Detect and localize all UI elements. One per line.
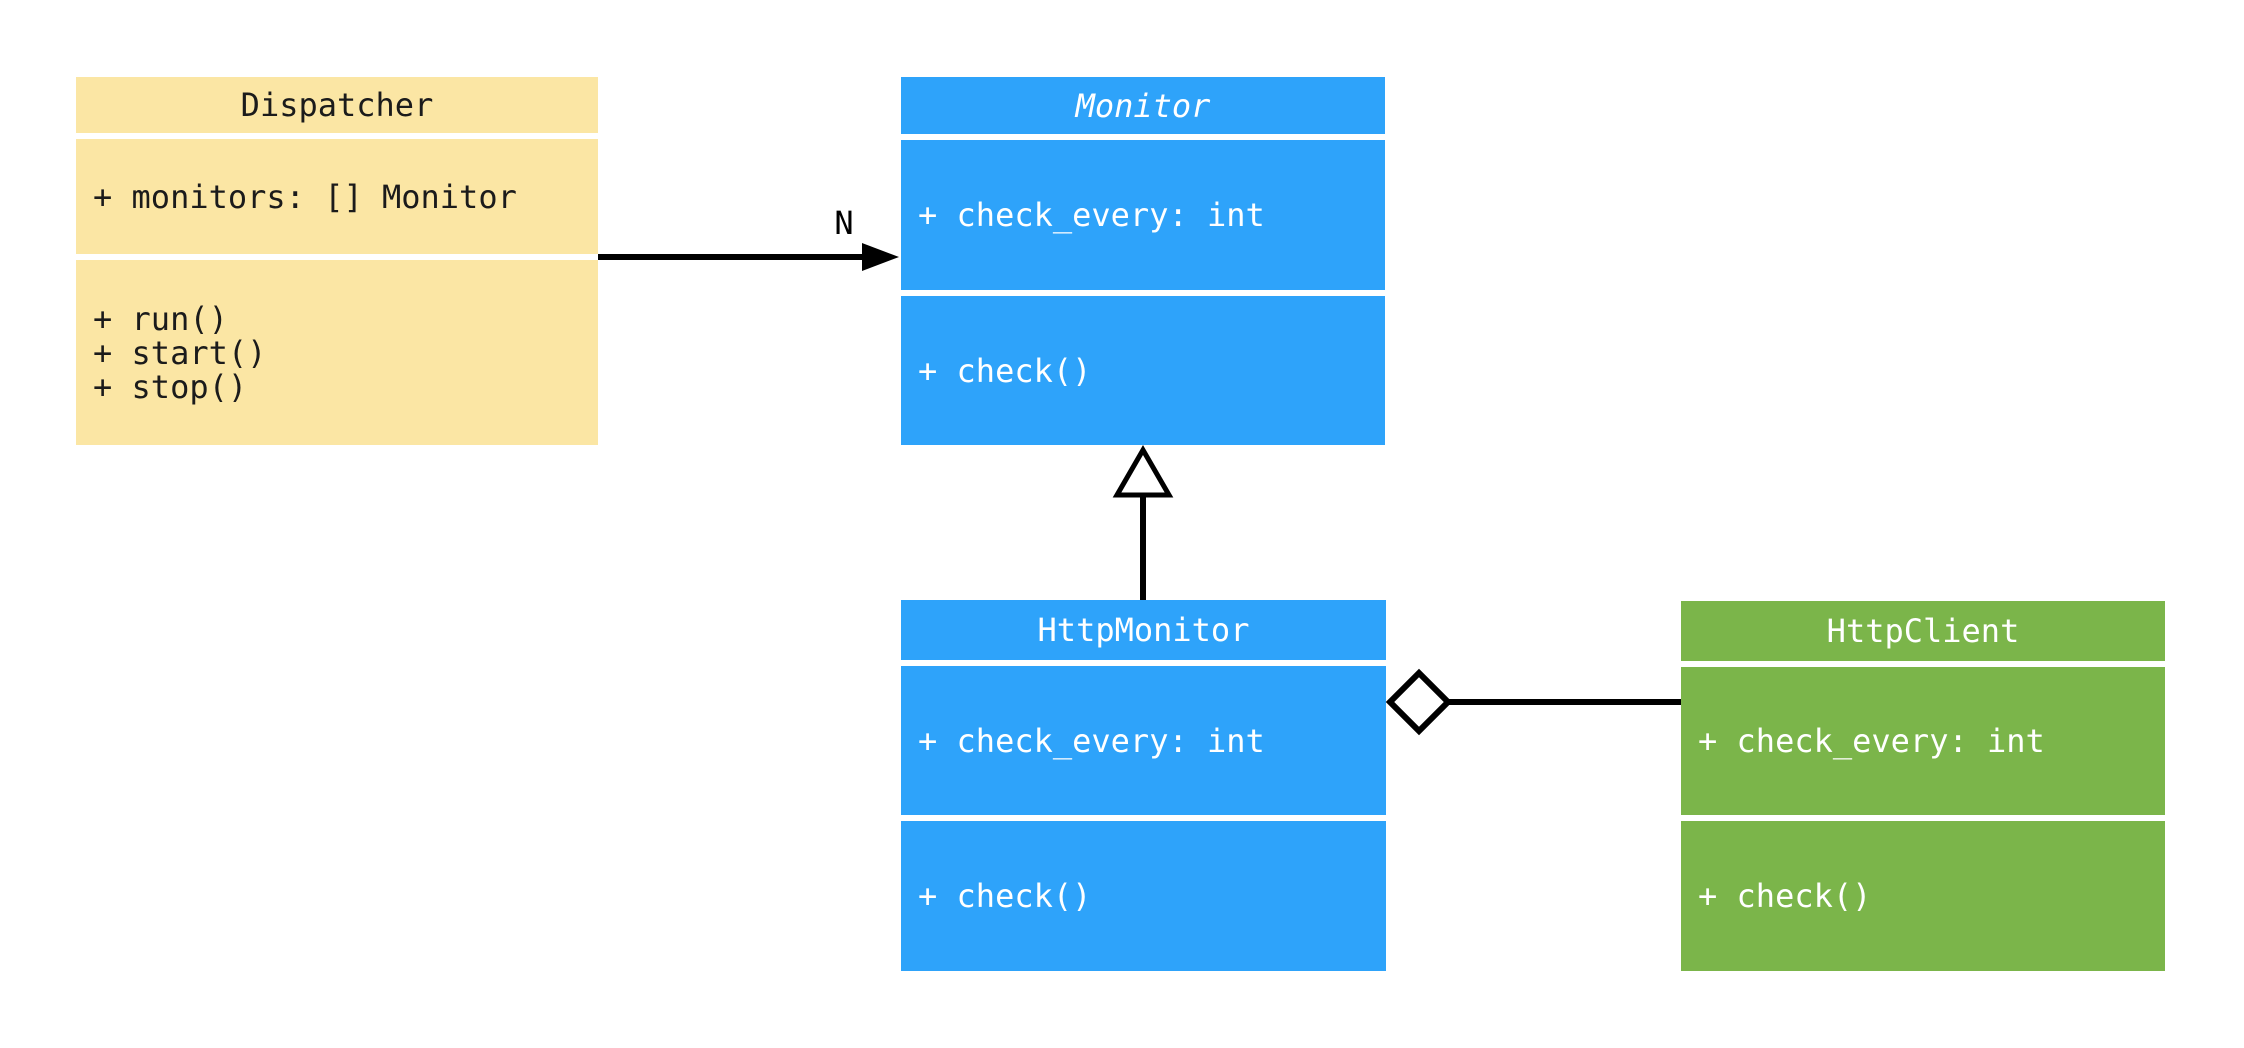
attribute-line: + check_every: int	[1698, 722, 2045, 760]
multiplicity-label: N	[834, 204, 854, 242]
methods-section: + run() + start() + stop()	[76, 260, 598, 445]
attribute-line: + check_every: int	[918, 721, 1265, 760]
class-title: HttpClient	[1681, 601, 2165, 661]
attribute-line: + check_every: int	[918, 196, 1265, 234]
class-box-dispatcher[interactable]: Dispatcher + monitors: [] Monitor + run(…	[76, 77, 598, 445]
method-line: + check()	[1698, 877, 1872, 915]
method-line: + run()	[93, 299, 228, 338]
attributes-section: + monitors: [] Monitor	[76, 139, 598, 254]
attributes-section: + check_every: int	[1681, 667, 2165, 815]
class-box-monitor[interactable]: Monitor + check_every: int + check()	[901, 77, 1385, 445]
class-title-abstract: Monitor	[901, 77, 1385, 134]
method-line: + check()	[918, 877, 1092, 915]
class-box-httpclient[interactable]: HttpClient + check_every: int + check()	[1681, 601, 2165, 971]
class-box-httpmonitor[interactable]: HttpMonitor + check_every: int + check()	[901, 600, 1386, 971]
method-line: + check()	[918, 351, 1092, 390]
class-title: Dispatcher	[76, 77, 598, 133]
class-title: HttpMonitor	[901, 600, 1386, 660]
inheritance-triangle-icon	[1112, 445, 1174, 498]
attributes-section: + check_every: int	[901, 666, 1386, 815]
methods-section: + check()	[1681, 821, 2165, 971]
aggregation-diamond-icon	[1385, 668, 1453, 736]
methods-section: + check()	[901, 296, 1385, 445]
methods-section: + check()	[901, 821, 1386, 971]
method-line: + stop()	[93, 367, 248, 406]
attribute-line: + monitors: [] Monitor	[93, 177, 517, 216]
method-line: + start()	[93, 333, 267, 372]
attributes-section: + check_every: int	[901, 140, 1385, 290]
association-arrowhead-icon	[862, 243, 899, 271]
